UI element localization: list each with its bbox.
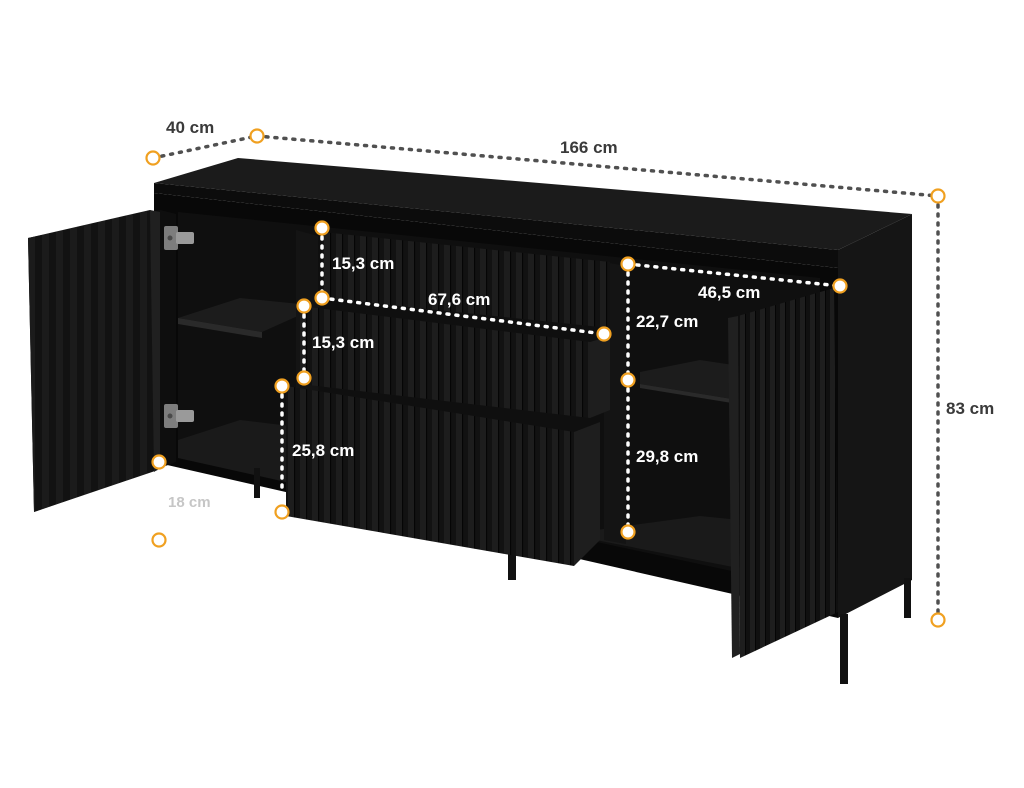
marker-drawer-top-end: [314, 290, 330, 306]
label-leg-height: 18 cm: [168, 494, 211, 511]
label-drawer-top: 15,3 cm: [332, 254, 394, 273]
marker-depth-end: [249, 128, 265, 144]
dimension-line-right-depth: [626, 262, 842, 288]
marker-depth-start: [145, 150, 161, 166]
marker-right-depth-end: [832, 278, 848, 294]
drawer-bottom-side: [574, 422, 600, 566]
left-door-outer[interactable]: [28, 210, 158, 512]
left-floor: [178, 420, 290, 482]
drawer-top[interactable]: [322, 232, 610, 328]
marker-width-end: [930, 188, 946, 204]
label-right-upper: 22,7 cm: [636, 312, 698, 331]
label-depth: 40 cm: [166, 118, 214, 137]
leg-back-left: [254, 468, 260, 498]
marker-height-end: [930, 612, 946, 628]
label-right-depth: 46,5 cm: [698, 283, 760, 302]
marker-drawer-top-start: [314, 220, 330, 236]
drawer-bottom[interactable]: [286, 386, 574, 566]
marker-drawer-bottom-end: [274, 504, 290, 520]
marker-right-middle: [620, 372, 636, 388]
label-drawer-middle: 15,3 cm: [312, 333, 374, 352]
right-shelf: [640, 360, 740, 400]
dimension-line-width: [255, 134, 940, 198]
cabinet-right-side: [838, 214, 912, 618]
dimension-line-drawer-width: [320, 296, 606, 336]
marker-right-bottom: [620, 524, 636, 540]
left-door-edge: [150, 210, 160, 472]
marker-drawer-bottom-start: [274, 378, 290, 394]
left-shelf: [178, 298, 320, 332]
drawer-middle[interactable]: [300, 306, 590, 418]
label-drawer-width: 67,6 cm: [428, 290, 490, 309]
label-height: 83 cm: [946, 399, 994, 418]
left-shelf-front: [178, 318, 262, 338]
right-door-edge: [728, 316, 740, 658]
marker-drawer-middle-start: [296, 298, 312, 314]
label-drawer-bottom: 25,8 cm: [292, 441, 354, 460]
label-width: 166 cm: [560, 138, 618, 157]
marker-leg-bottom: [151, 532, 167, 548]
hinge-lower-icon: [164, 404, 194, 428]
drawer-middle-side: [590, 336, 610, 418]
cabinet-top: [154, 158, 912, 250]
label-right-lower: 29,8 cm: [636, 447, 698, 466]
right-door-outer[interactable]: [738, 288, 838, 658]
hinge-upper-icon: [164, 226, 194, 250]
marker-drawer-middle-end: [296, 370, 312, 386]
right-shelf-front: [640, 384, 738, 404]
leg-front-middle: [508, 548, 516, 580]
leg-back-right: [904, 578, 911, 618]
marker-right-top: [620, 256, 636, 272]
cabinet-top-front-edge: [154, 183, 838, 268]
marker-drawer-width-end: [596, 326, 612, 342]
marker-leg-top: [151, 454, 167, 470]
dimension-line-depth: [151, 134, 259, 160]
leg-front-right: [840, 614, 848, 684]
